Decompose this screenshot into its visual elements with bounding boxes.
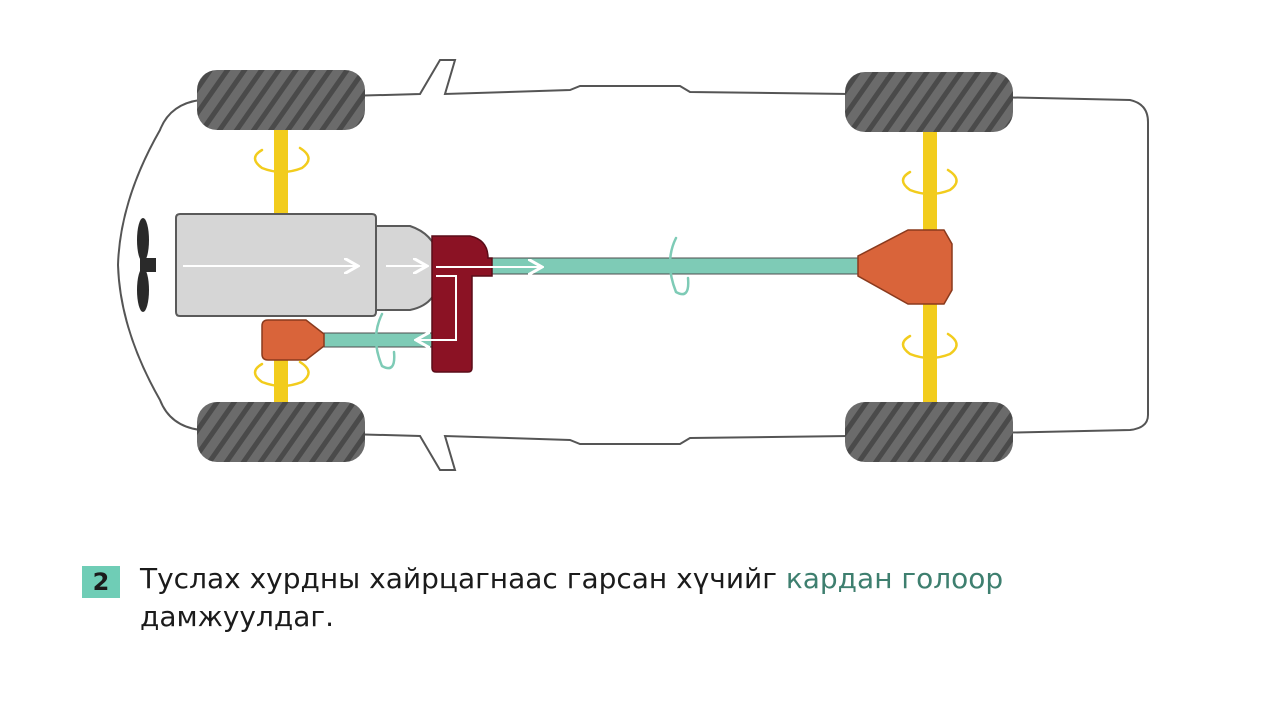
rotation-arrow-front-lower <box>253 360 310 388</box>
rear-driveshaft <box>485 257 862 275</box>
caption-text-start: Туслах хурдны хайрцагнаас гарсан хүчийг <box>140 562 786 595</box>
rear-right-tire <box>845 402 1013 462</box>
transfer-case <box>418 235 540 373</box>
rear-left-tire <box>845 72 1013 132</box>
front-differential <box>261 319 325 361</box>
rotation-arrow-rear-upper <box>901 168 958 196</box>
front-left-tire <box>197 70 365 130</box>
front-right-tire <box>197 402 365 462</box>
caption-text-end: дамжуулдаг. <box>140 600 335 633</box>
caption: 2 Туслах хурдны хайрцагнаас гарсан хүчий… <box>82 560 1182 636</box>
engine <box>175 213 442 317</box>
front-axle-lower <box>274 355 288 405</box>
step-number-badge: 2 <box>82 566 120 598</box>
caption-text: Туслах хурдны хайрцагнаас гарсан хүчийг … <box>140 560 1182 636</box>
rotation-arrow-front-upper <box>253 146 310 174</box>
rotation-arrow-front-shaft <box>374 312 396 370</box>
drivetrain-diagram <box>116 59 1149 471</box>
radiator-fan <box>137 218 156 312</box>
rear-differential <box>857 229 953 305</box>
caption-highlight-driveshaft: кардан голоор <box>785 562 1004 595</box>
rotation-arrow-rear-shaft <box>668 236 690 296</box>
front-axle-upper <box>274 128 288 220</box>
rotation-arrow-rear-lower <box>901 332 958 360</box>
